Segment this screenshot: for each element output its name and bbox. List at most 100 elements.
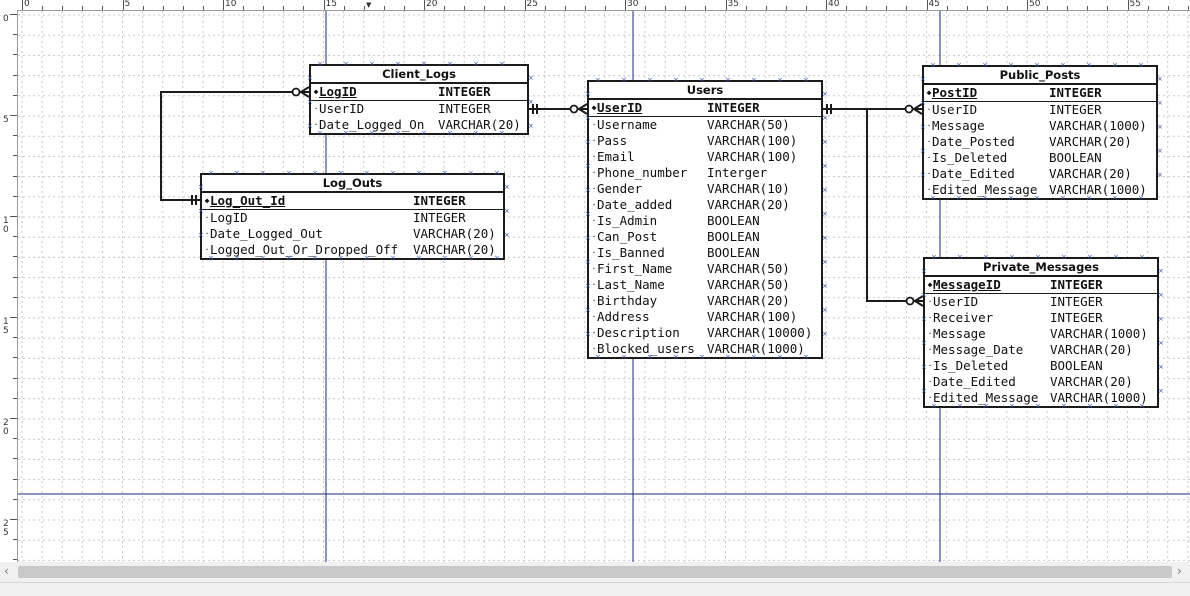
selection-handle-icon[interactable]: × <box>585 210 591 218</box>
selection-handle-icon[interactable]: × <box>234 169 240 177</box>
selection-handle-icon[interactable]: × <box>1139 253 1145 261</box>
selection-handle-icon[interactable]: × <box>585 258 591 266</box>
selection-handle-icon[interactable]: × <box>528 98 534 106</box>
selection-handle-icon[interactable]: × <box>585 90 591 98</box>
selection-handle-icon[interactable]: × <box>822 282 828 290</box>
selection-handle-icon[interactable]: × <box>416 169 422 177</box>
selection-handle-icon[interactable]: × <box>1035 253 1041 261</box>
selection-handle-icon[interactable]: × <box>585 186 591 194</box>
scroll-right-arrow-icon[interactable]: › <box>1177 564 1182 578</box>
selection-handle-icon[interactable]: × <box>1087 402 1093 410</box>
selection-handle-icon[interactable]: × <box>1008 194 1014 202</box>
selection-handle-icon[interactable]: × <box>751 353 757 361</box>
selection-handle-icon[interactable]: × <box>1157 99 1163 107</box>
selection-handle-icon[interactable]: × <box>1060 61 1066 69</box>
selection-handle-icon[interactable]: × <box>921 267 927 275</box>
selection-handle-icon[interactable]: × <box>699 353 705 361</box>
selection-handle-icon[interactable]: × <box>307 122 313 130</box>
selection-handle-icon[interactable]: × <box>395 129 401 137</box>
selection-handle-icon[interactable]: × <box>528 74 534 82</box>
selection-handle-icon[interactable]: × <box>1158 363 1164 371</box>
selection-handle-icon[interactable]: × <box>416 254 422 262</box>
selection-handle-icon[interactable]: × <box>585 114 591 122</box>
selection-handle-icon[interactable]: × <box>499 129 505 137</box>
selection-handle-icon[interactable]: × <box>585 282 591 290</box>
one-mandatory-icon[interactable] <box>191 195 197 205</box>
selection-handle-icon[interactable]: × <box>286 169 292 177</box>
crows-foot-many-icon[interactable] <box>578 103 588 115</box>
selection-handle-icon[interactable]: × <box>499 60 505 68</box>
selection-handle-icon[interactable]: × <box>1138 194 1144 202</box>
one-mandatory-icon[interactable] <box>826 104 832 114</box>
selection-handle-icon[interactable]: × <box>369 129 375 137</box>
selection-handle-icon[interactable]: × <box>803 353 809 361</box>
horizontal-scrollbar[interactable]: ‹ › <box>0 562 1190 582</box>
selection-handle-icon[interactable]: × <box>920 171 926 179</box>
selection-handle-icon[interactable]: × <box>1157 75 1163 83</box>
selection-handle-icon[interactable]: × <box>822 258 828 266</box>
selection-handle-icon[interactable]: × <box>312 254 318 262</box>
selection-handle-icon[interactable]: × <box>1008 61 1014 69</box>
selection-handle-icon[interactable]: × <box>234 254 240 262</box>
selection-handle-icon[interactable]: × <box>957 253 963 261</box>
selection-handle-icon[interactable]: × <box>930 61 936 69</box>
selection-handle-icon[interactable]: × <box>1061 402 1067 410</box>
selection-handle-icon[interactable]: × <box>421 60 427 68</box>
selection-handle-icon[interactable]: × <box>921 315 927 323</box>
selection-handle-icon[interactable]: × <box>198 183 204 191</box>
selection-handle-icon[interactable]: × <box>920 147 926 155</box>
selection-handle-icon[interactable]: × <box>1113 253 1119 261</box>
selection-handle-icon[interactable]: × <box>803 76 809 84</box>
selection-handle-icon[interactable]: × <box>343 60 349 68</box>
selection-handle-icon[interactable]: × <box>1035 402 1041 410</box>
selection-handle-icon[interactable]: × <box>725 76 731 84</box>
selection-handle-icon[interactable]: × <box>421 129 427 137</box>
selection-handle-icon[interactable]: × <box>528 122 534 130</box>
crows-foot-many-icon[interactable] <box>913 103 923 115</box>
selection-handle-icon[interactable]: × <box>198 207 204 215</box>
selection-handle-icon[interactable]: × <box>504 183 510 191</box>
selection-handle-icon[interactable]: × <box>621 76 627 84</box>
selection-handle-icon[interactable]: × <box>957 402 963 410</box>
selection-handle-icon[interactable]: × <box>1087 253 1093 261</box>
selection-handle-icon[interactable]: × <box>595 353 601 361</box>
selection-handle-icon[interactable]: × <box>442 169 448 177</box>
selection-handle-icon[interactable]: × <box>1061 253 1067 261</box>
selection-handle-icon[interactable]: × <box>1060 194 1066 202</box>
selection-handle-icon[interactable]: × <box>921 339 927 347</box>
selection-handle-icon[interactable]: × <box>338 254 344 262</box>
selection-handle-icon[interactable]: × <box>1157 123 1163 131</box>
selection-handle-icon[interactable]: × <box>920 123 926 131</box>
selection-handle-icon[interactable]: × <box>585 162 591 170</box>
selection-handle-icon[interactable]: × <box>364 254 370 262</box>
selection-handle-icon[interactable]: × <box>822 114 828 122</box>
selection-handle-icon[interactable]: × <box>208 254 214 262</box>
selection-handle-icon[interactable]: × <box>956 61 962 69</box>
selection-handle-icon[interactable]: × <box>343 129 349 137</box>
scrollbar-thumb[interactable] <box>18 566 1172 578</box>
selection-handle-icon[interactable]: × <box>699 76 705 84</box>
